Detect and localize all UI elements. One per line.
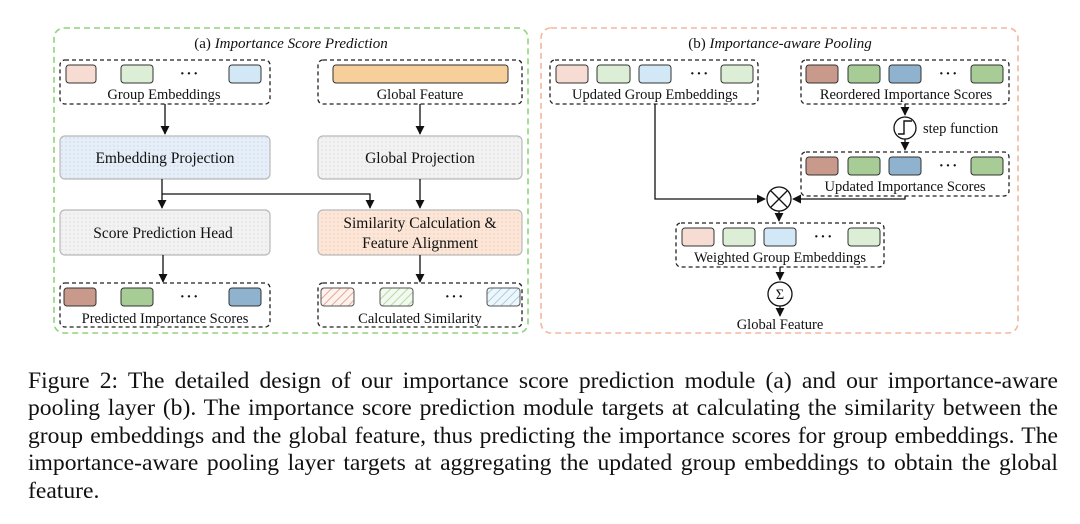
updated-embedding-chip-green-2 — [720, 64, 754, 84]
reordered-chip-red — [805, 64, 839, 84]
panel-b-arrows — [654, 104, 910, 317]
embedding-projection-block — [59, 135, 271, 180]
panel-a-title: (a) Importance Score Prediction — [194, 36, 387, 52]
weighted-chip-blue — [763, 227, 797, 247]
panel-a-arrows — [157, 104, 425, 283]
score-chip-blue — [228, 287, 262, 307]
embedding-chip-green — [120, 64, 154, 84]
reordered-chip-green-2 — [970, 64, 1004, 84]
panel-b-title: (b) Importance-aware Pooling — [688, 36, 872, 52]
score-chip-red — [63, 287, 97, 307]
reordered-chip-blue — [888, 64, 922, 84]
score-chip-green — [120, 287, 154, 307]
updated-group-embeddings-label: Updated Group Embeddings — [572, 87, 738, 103]
similarity-alignment-label-2: Feature Alignment — [362, 235, 478, 252]
reordered-scores-label: Reordered Importance Scores — [820, 87, 993, 103]
updated-group-embeddings-container — [549, 59, 759, 105]
weighted-chip-green — [722, 227, 756, 247]
updated-score-chip-blue — [888, 156, 922, 176]
embedding-chip-blue — [228, 64, 262, 84]
step-function-label: step function — [923, 121, 999, 137]
score-prediction-head-label: Score Prediction Head — [93, 225, 233, 242]
figure-caption: Figure 2: The detailed design of our imp… — [28, 368, 1058, 504]
panel-a-border — [53, 27, 529, 334]
similarity-alignment-label-1: Similarity Calculation & — [343, 215, 496, 232]
updated-score-chip-green — [847, 156, 881, 176]
updated-score-chip-green-2 — [970, 156, 1004, 176]
updated-embedding-chip-blue — [638, 64, 672, 84]
architecture-diagram: (a) Importance Score Prediction ··· Grou… — [53, 27, 1019, 334]
similarity-chip-red — [320, 287, 355, 307]
ellipsis: ··· — [689, 63, 709, 85]
updated-scores-label: Updated Importance Scores — [824, 179, 985, 195]
group-embeddings-container — [59, 59, 271, 105]
ellipsis: ··· — [179, 63, 199, 85]
ellipsis: ··· — [938, 63, 958, 85]
weighted-chip-green-2 — [847, 227, 881, 247]
ellipsis: ··· — [813, 226, 833, 248]
ellipsis: ··· — [444, 286, 464, 308]
global-projection-label: Global Projection — [365, 150, 475, 167]
updated-score-chip-red — [805, 156, 839, 176]
multiply-glyph — [770, 190, 788, 208]
ellipsis: ··· — [938, 155, 958, 177]
global-feature-container — [317, 59, 523, 105]
similarity-chip-green — [379, 287, 414, 307]
global-feature-output-label: Global Feature — [737, 317, 824, 333]
predicted-scores-container — [59, 282, 271, 328]
step-function-glyph — [898, 120, 912, 135]
score-prediction-head-block — [59, 209, 271, 256]
predicted-scores-label: Predicted Importance Scores — [82, 311, 249, 327]
global-feature-label: Global Feature — [377, 87, 464, 103]
embedding-chip-red — [65, 64, 97, 84]
calculated-similarity-label: Calculated Similarity — [358, 311, 482, 327]
global-feature-bar — [332, 64, 509, 84]
group-embeddings-label: Group Embeddings — [107, 87, 221, 103]
weighted-chip-red — [681, 227, 715, 247]
ellipsis: ··· — [179, 286, 199, 308]
reordered-chip-green — [847, 64, 881, 84]
similarity-chip-blue — [486, 287, 521, 307]
panel-b-border — [540, 27, 1019, 334]
sum-symbol: Σ — [776, 287, 784, 303]
calculated-similarity-container — [317, 282, 523, 328]
updated-embedding-chip-green — [596, 64, 631, 84]
updated-embedding-chip-red — [555, 64, 589, 84]
weighted-group-embeddings-label: Weighted Group Embeddings — [694, 250, 866, 266]
embedding-projection-label: Embedding Projection — [95, 150, 234, 167]
